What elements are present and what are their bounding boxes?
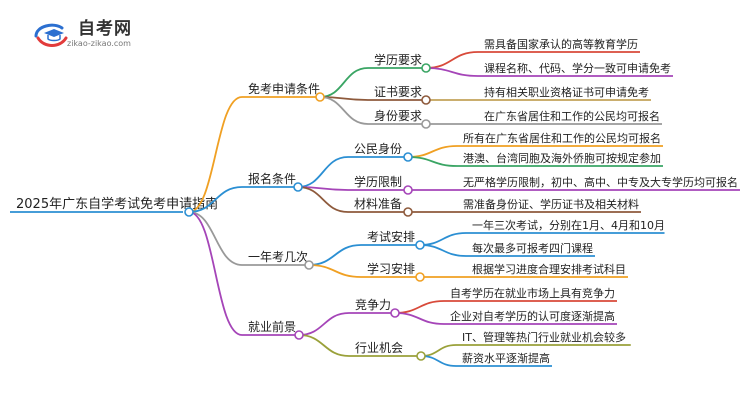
- leaf-node: 课程名称、代码、学分一致可申请免考: [484, 61, 671, 75]
- topic-node-dot: [421, 63, 431, 73]
- topic-node: 行业机会: [355, 341, 403, 355]
- branch-node: 就业前景: [248, 319, 296, 334]
- topic-connector: [297, 156, 349, 188]
- leaf-node: 在广东省居住和工作的公民均可报名: [484, 109, 660, 123]
- leaf-node: 每次最多可报考四门课程: [472, 241, 593, 255]
- root-node: 2025年广东自学考试免考申请指南: [16, 196, 218, 212]
- topic-node: 学历要求: [374, 52, 422, 67]
- leaf-connector: [407, 156, 458, 167]
- branch-connector: [188, 211, 243, 266]
- topic-node-dot: [403, 152, 413, 162]
- leaf-node: 企业对自考学历的认可度逐渐提高: [450, 309, 615, 323]
- topic-node-dot: [403, 185, 413, 195]
- topic-connector: [319, 96, 369, 125]
- leaf-connector: [394, 312, 445, 325]
- leaf-connector: [419, 244, 467, 257]
- topic-node-dot: [403, 207, 413, 217]
- topic-connector: [308, 264, 362, 278]
- topic-node: 证书要求: [374, 85, 422, 99]
- topic-node-dot: [415, 240, 425, 250]
- brand-title: 自考网: [78, 19, 132, 39]
- leaf-node: 需准备身份证、学历证书及相关材料: [463, 197, 639, 211]
- graduation-cap-logo-icon: [32, 20, 72, 50]
- branch-node: 免考申请条件: [248, 81, 320, 96]
- topic-connector: [298, 334, 350, 357]
- topic-node: 考试安排: [367, 229, 415, 244]
- leaf-connector: [419, 232, 467, 246]
- leaf-node: IT、管理等热门行业就业机会较多: [462, 330, 626, 344]
- branch-node: 报名条件: [248, 171, 296, 186]
- topic-node-dot: [390, 308, 400, 318]
- brand-url: zikao-zikao.com: [67, 39, 131, 48]
- leaf-node: 薪资水平逐渐提高: [462, 351, 550, 365]
- leaf-node: 持有相关职业资格证书可申请免考: [484, 85, 649, 99]
- topic-connector: [297, 186, 349, 213]
- topic-node: 竞争力: [355, 298, 391, 312]
- leaf-node: 港澳、台湾同胞及海外侨胞可按规定参加: [463, 151, 661, 165]
- leaf-node: 需具备国家承认的高等教育学历: [484, 37, 638, 51]
- topic-connector: [319, 67, 369, 98]
- topic-node-dot: [421, 119, 431, 129]
- leaf-node: 根据学习进度合理安排考试科目: [472, 262, 626, 276]
- leaf-node: 一年三次考试，分别在1月、4月和10月: [472, 218, 665, 232]
- root-node-dot: [184, 207, 194, 217]
- branch-connector: [188, 186, 243, 213]
- leaf-connector: [420, 344, 457, 357]
- topic-connector: [308, 244, 362, 266]
- topic-node: 身份要求: [374, 108, 422, 123]
- branch-node-dot: [294, 330, 304, 340]
- leaf-connector: [407, 145, 458, 158]
- leaf-node: 自考学历在就业市场上具有竞争力: [450, 286, 615, 300]
- topic-node: 公民身份: [354, 141, 402, 156]
- branch-connector: [188, 211, 243, 336]
- leaf-connector: [420, 355, 457, 367]
- topic-node: 学习安排: [367, 261, 415, 276]
- branch-node-dot: [315, 92, 325, 102]
- topic-node-dot: [421, 95, 431, 105]
- leaf-node: 无严格学历限制，初中、高中、中专及大专学历均可报名: [463, 175, 738, 189]
- topic-node: 材料准备: [354, 197, 402, 211]
- topic-node: 学历限制: [354, 174, 402, 189]
- leaf-node: 所有在广东省居住和工作的公民均可报名: [463, 131, 661, 145]
- branch-node-dot: [304, 260, 314, 270]
- topic-node-dot: [415, 272, 425, 282]
- leaf-connector: [425, 51, 479, 69]
- leaf-connector: [394, 300, 445, 314]
- leaf-connector: [425, 67, 479, 77]
- topic-connector: [298, 312, 350, 336]
- branch-connector: [188, 96, 243, 213]
- branch-node: 一年考几次: [248, 250, 308, 264]
- branch-node-dot: [293, 182, 303, 192]
- topic-node-dot: [416, 351, 426, 361]
